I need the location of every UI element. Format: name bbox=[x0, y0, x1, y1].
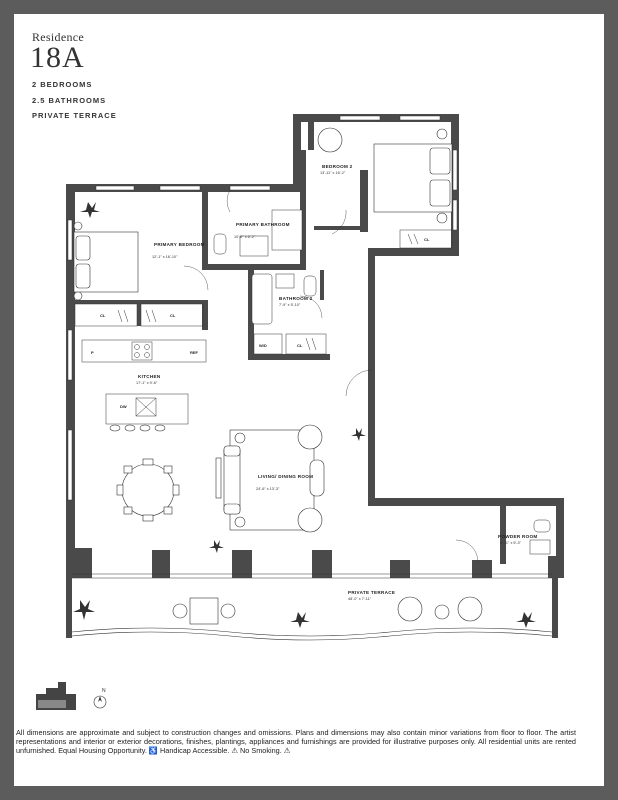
ref-label: REF bbox=[190, 350, 199, 355]
pantry-label: P bbox=[91, 350, 94, 355]
living-furniture bbox=[215, 424, 325, 533]
key-plan bbox=[36, 682, 76, 710]
closet-label-3: CL bbox=[297, 343, 303, 348]
compass bbox=[93, 695, 107, 709]
room-primary-bathroom: PRIMARY BATHROOM bbox=[236, 222, 290, 227]
dining-table bbox=[116, 458, 180, 522]
closet-label-4: CL bbox=[424, 237, 430, 242]
room-terrace: PRIVATE TERRACE bbox=[348, 590, 395, 595]
floor-plan-sheet: Residence 18A 2 BEDROOMS 2.5 BATHROOMS P… bbox=[14, 14, 604, 786]
unit-number: 18A bbox=[30, 41, 85, 74]
windows bbox=[67, 115, 458, 501]
room-living-dims: 24'-6" x 13'-3" bbox=[256, 487, 280, 491]
room-bathroom2: BATHROOM 2 bbox=[279, 296, 313, 301]
terrace-railing bbox=[71, 573, 553, 641]
room-primary-bathroom-dims: 10'-6" x 6'-2" bbox=[234, 235, 256, 239]
closets bbox=[74, 229, 453, 355]
room-living: LIVING/ DINING ROOM bbox=[258, 474, 313, 479]
feature-bathrooms: 2.5 BATHROOMS bbox=[32, 96, 107, 105]
kitchen-counter bbox=[81, 339, 207, 425]
feature-terrace: PRIVATE TERRACE bbox=[32, 111, 117, 120]
closet-label-2: CL bbox=[170, 313, 176, 318]
primary-bed bbox=[73, 221, 139, 301]
dw-label: DW bbox=[120, 404, 127, 409]
compass-north: N bbox=[102, 688, 106, 694]
room-powder-dims: 5'-11" x 5'-3" bbox=[500, 541, 522, 545]
closet-label-1: CL bbox=[100, 313, 106, 318]
room-primary-bedroom-dims: 12'-1" x 16'-10" bbox=[152, 255, 178, 259]
room-terrace-dims: 48'-0" x 7'-11" bbox=[348, 597, 372, 601]
room-primary-bedroom: PRIMARY BEDROOM bbox=[154, 242, 205, 247]
residence-label: Residence bbox=[32, 30, 85, 44]
bar-stools bbox=[109, 424, 166, 432]
room-kitchen: KITCHEN bbox=[138, 374, 161, 379]
bedroom2-bed bbox=[317, 127, 453, 224]
room-kitchen-dims: 17'-1" x 9'-6" bbox=[136, 381, 158, 385]
terrace-furniture bbox=[172, 596, 483, 625]
room-bedroom2: BEDROOM 2 bbox=[322, 164, 353, 169]
plants bbox=[73, 202, 536, 628]
room-bathroom2-dims: 7'-9" x 5'-10" bbox=[279, 303, 301, 307]
disclaimer: All dimensions are approximate and subje… bbox=[16, 728, 576, 755]
interior-walls bbox=[75, 120, 506, 564]
washer-dryer-label: W/D bbox=[259, 343, 267, 348]
washer-dryer bbox=[253, 333, 283, 355]
floor-plan-drawing: CL CL CL CL W/D P REF DW bbox=[36, 114, 564, 710]
feature-bedrooms: 2 BEDROOMS bbox=[32, 80, 93, 89]
bath-fixtures bbox=[213, 209, 551, 555]
room-bedroom2-dims: 13'-11" x 16'-2" bbox=[320, 171, 346, 175]
room-powder: POWDER ROOM bbox=[498, 534, 538, 539]
